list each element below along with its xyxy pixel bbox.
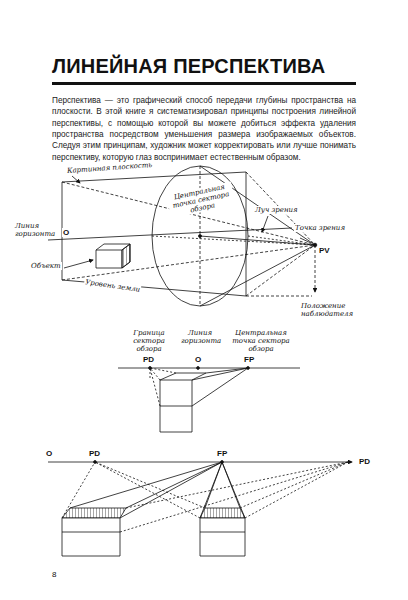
point-label: FP xyxy=(216,449,228,458)
point-label: PD xyxy=(142,355,155,364)
diagram-label: Линия горизонта xyxy=(180,329,220,345)
two-objects-diagram xyxy=(48,461,352,556)
body-paragraph: Перспектива — это графический способ пер… xyxy=(52,95,356,163)
diagram-label: Луч зрения xyxy=(254,206,299,214)
page-number: 8 xyxy=(52,570,56,579)
diagram-label: Уровень земли xyxy=(84,278,142,294)
two-point-cube-diagram xyxy=(118,367,300,432)
title-rule xyxy=(52,82,356,85)
diagram-label: Центральная точка сектора обзора xyxy=(166,181,236,218)
diagram-label: Центральная точка сектора обзора xyxy=(224,329,298,353)
diagram-label: Положение наблюдателя xyxy=(300,302,366,318)
diagram-label: Картинная плоскость xyxy=(66,161,154,175)
page-title: ЛИНЕЙНАЯ ПЕРСПЕКТИВА xyxy=(52,55,325,78)
point-label: O xyxy=(194,355,202,364)
picture-plane-diagram xyxy=(48,166,317,306)
point-label: O xyxy=(45,449,53,458)
point-label: PV xyxy=(318,246,331,255)
diagram-label: Линия горизонта xyxy=(14,222,60,238)
point-label: PD xyxy=(358,457,371,466)
point-label: PD xyxy=(88,449,101,458)
diagram-label: Точка зрения xyxy=(294,224,346,232)
point-label: O xyxy=(62,228,70,237)
point-label: FP xyxy=(243,355,255,364)
diagram-label: Объект xyxy=(30,262,62,270)
diagram-label: Граница сектора обзора xyxy=(120,329,178,353)
